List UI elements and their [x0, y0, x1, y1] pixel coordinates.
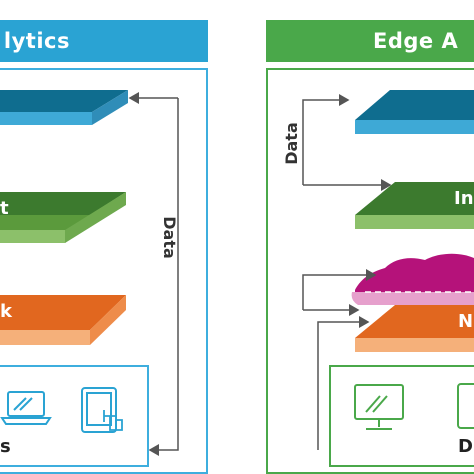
left-panel-header: lytics — [0, 20, 208, 62]
left-layer-3-label: k — [0, 301, 12, 322]
right-layer-1 — [355, 90, 474, 134]
right-panel — [266, 68, 474, 474]
right-layer-2-label: In — [454, 188, 474, 209]
right-panel-title: Edge A — [373, 29, 459, 53]
left-devices-label: s — [0, 436, 11, 457]
right-panel-header: Edge A — [266, 20, 474, 62]
right-layer-4 — [355, 305, 474, 352]
laptop-icon — [0, 391, 52, 425]
left-panel-title: lytics — [3, 29, 70, 53]
right-data-label: Data — [281, 122, 301, 165]
tablet-touch-icon — [81, 387, 123, 433]
right-devices-label: D — [458, 436, 473, 457]
right-layer-cloud — [351, 253, 474, 305]
left-data-arrow — [128, 92, 179, 456]
right-layer-2 — [355, 182, 474, 229]
device-icon-partial — [457, 383, 474, 429]
monitor-icon — [354, 384, 404, 430]
right-layer-4-label: N — [458, 311, 474, 332]
right-data-arrows — [302, 94, 392, 450]
left-layer-3 — [0, 295, 126, 345]
left-layer-2 — [0, 192, 126, 243]
left-data-label: Data — [159, 216, 179, 259]
left-layer-1 — [0, 90, 128, 125]
left-layer-2-label: t — [0, 198, 9, 219]
left-panel — [0, 68, 208, 474]
